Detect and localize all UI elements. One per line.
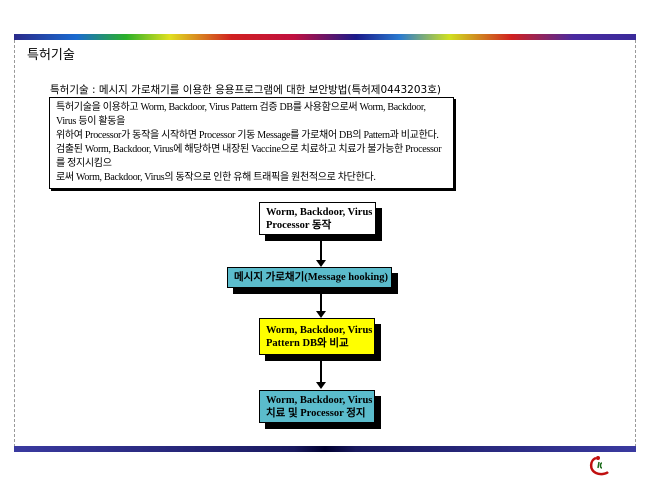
step-text: Worm, Backdoor, Virus [266, 395, 373, 406]
step-text: Worm, Backdoor, Virus [266, 207, 373, 218]
description-box: 특허기술을 이용하고 Worm, Backdoor, Virus Pattern… [49, 97, 454, 189]
step-text: 치료 및 Processor 정지 [266, 408, 366, 419]
flow-step-message-hooking: 메시지 가로채기(Message hooking) [227, 267, 392, 288]
step-text: Pattern DB와 비교 [266, 338, 349, 349]
description-line: 위하여 Processor가 동작을 시작하면 Processor 기동 Mes… [56, 130, 439, 141]
page-frame [14, 40, 636, 447]
step-text: Worm, Backdoor, Virus [266, 325, 373, 336]
flow-step-cure-stop: Worm, Backdoor, Virus 치료 및 Processor 정지 [259, 390, 375, 423]
flow-arrow [316, 288, 326, 318]
description-line: 특허기술을 이용하고 Worm, Backdoor, Virus Pattern… [56, 102, 426, 127]
flow-step-pattern-compare: Worm, Backdoor, Virus Pattern DB와 비교 [259, 318, 375, 355]
flow-arrow [316, 355, 326, 389]
step-text: Processor 동작 [266, 220, 332, 231]
step-text: 메시지 가로채기(Message hooking) [234, 272, 388, 283]
top-gradient-bar [14, 34, 636, 40]
description-line: 검출된 Worm, Backdoor, Virus에 해당하면 내장된 Vacc… [56, 144, 442, 169]
flow-arrow [316, 235, 326, 267]
patent-subtitle: 특허기술 : 메시지 가로채기를 이용한 응용프로그램에 대한 보안방법(특허제… [50, 84, 441, 96]
page-title: 특허기술 [27, 48, 75, 63]
flow-step-processor-start: Worm, Backdoor, Virus Processor 동작 [259, 202, 376, 235]
description-line: 로써 Worm, Backdoor, Virus의 동작으로 인한 유해 트래픽… [56, 172, 376, 183]
icom-logo [589, 456, 609, 476]
bottom-bar [14, 446, 636, 452]
